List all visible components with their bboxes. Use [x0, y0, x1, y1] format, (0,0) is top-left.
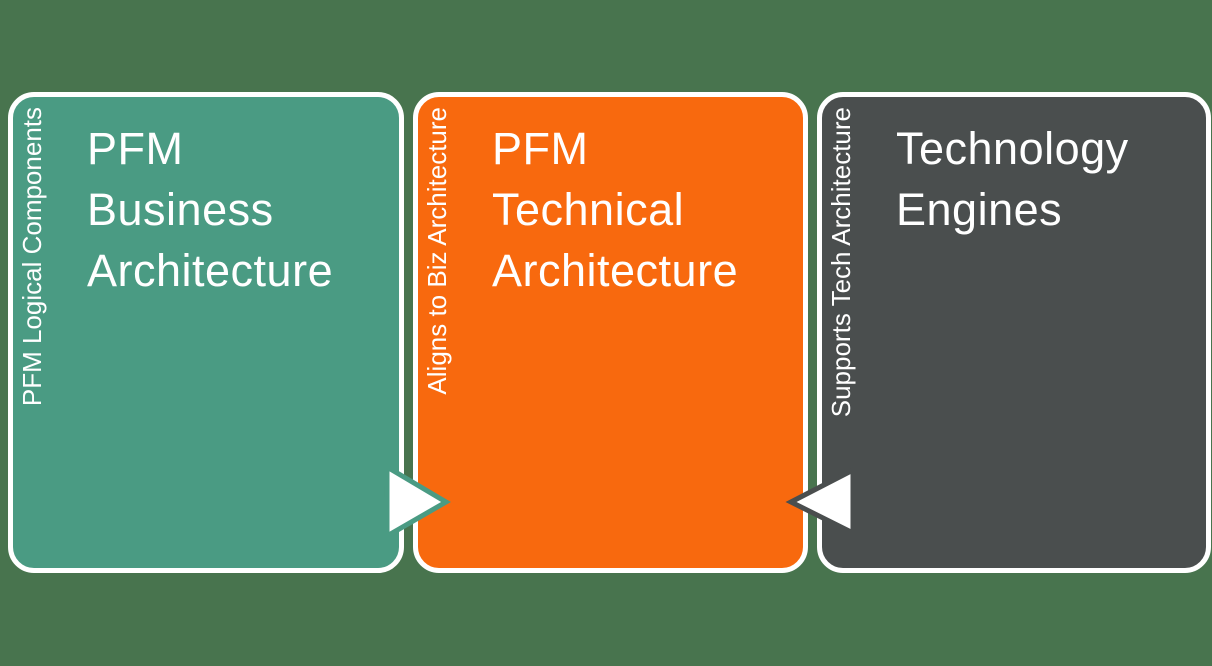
card-title: PFM Technical Architecture	[492, 123, 739, 296]
card-side-label: Aligns to Biz Architecture	[422, 107, 452, 395]
card-side-label: PFM Logical Components	[17, 107, 47, 407]
right-triangle-shape	[384, 462, 451, 541]
card-title: Technology Engines	[896, 123, 1129, 235]
card-title: PFM Business Architecture	[87, 123, 334, 296]
arrow-left-icon	[785, 465, 856, 538]
arrow-right-icon	[384, 462, 451, 541]
left-triangle-shape	[785, 465, 856, 538]
card-pfm-business-architecture: PFM Logical Components PFM Business Arch…	[8, 92, 404, 573]
card-technology-engines: Supports Tech Architecture Technology En…	[817, 92, 1211, 573]
card-side-label: Supports Tech Architecture	[826, 107, 856, 418]
card-pfm-technical-architecture: Aligns to Biz Architecture PFM Technical…	[413, 92, 808, 573]
